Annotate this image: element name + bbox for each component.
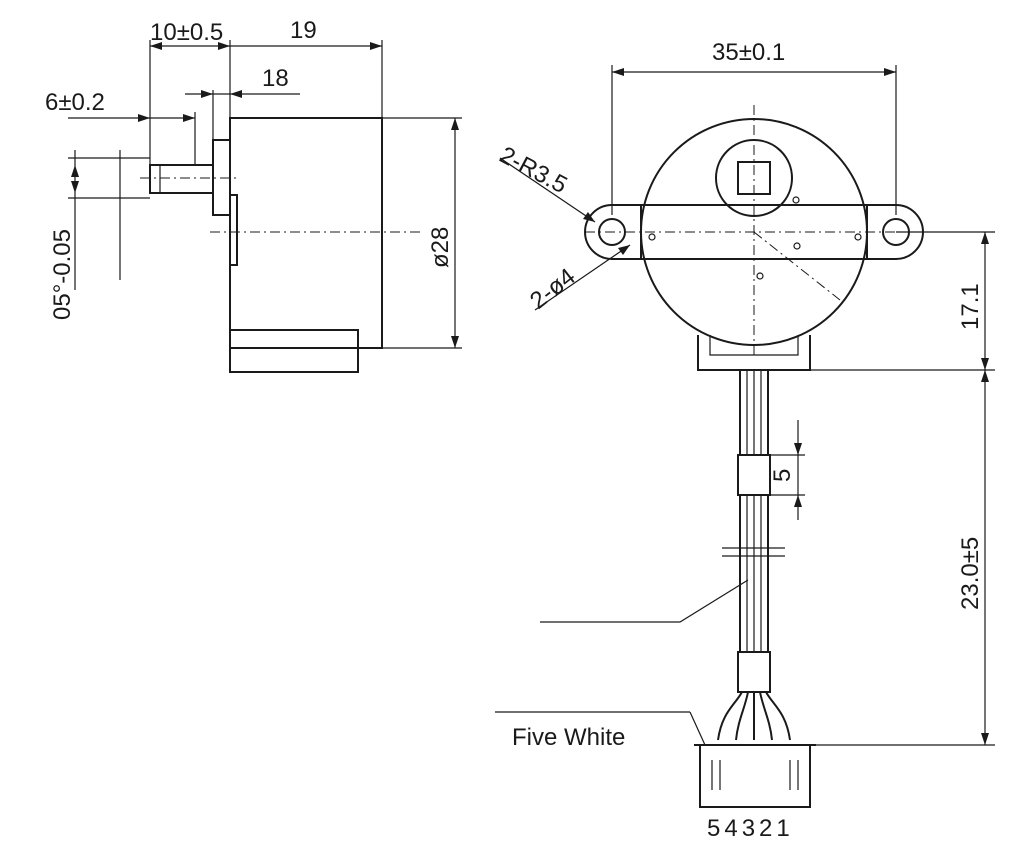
pin-numbers: 54321 — [707, 815, 794, 842]
dim-body: 18 — [262, 65, 289, 92]
dim-mount-spacing: 35±0.1 — [712, 39, 785, 66]
front-view: 35±0.1 2-R3.5 2-ø4 17.1 — [495, 39, 995, 842]
lead-exit-block — [229, 329, 359, 373]
wire-label: Five White — [512, 724, 625, 751]
dim-body-dia: ø28 — [427, 227, 454, 268]
dim-overall: 19 — [290, 17, 317, 44]
dim-shaft-len: 6±0.2 — [45, 89, 105, 116]
dim-lead-length: 23.0±5 — [957, 537, 984, 610]
dim-radius: 2-R3.5 — [495, 141, 571, 199]
dim-center-height: 17.1 — [957, 283, 984, 330]
output-shaft — [149, 164, 213, 194]
dim-shaft-dia: 05°-0.05 — [49, 229, 76, 320]
dim-sleeve: 5 — [769, 469, 796, 482]
lead-wires — [717, 370, 791, 741]
motor-body — [229, 117, 383, 349]
side-view: 10±0.5 19 18 6±0.2 05°-0.05 ø28 — [45, 17, 462, 373]
gear-boss — [229, 194, 238, 266]
wire-leader — [540, 579, 749, 623]
connector — [694, 744, 816, 808]
dim-shaft-flat: 10±0.5 — [150, 19, 223, 46]
dim-hole: 2-ø4 — [525, 263, 581, 315]
